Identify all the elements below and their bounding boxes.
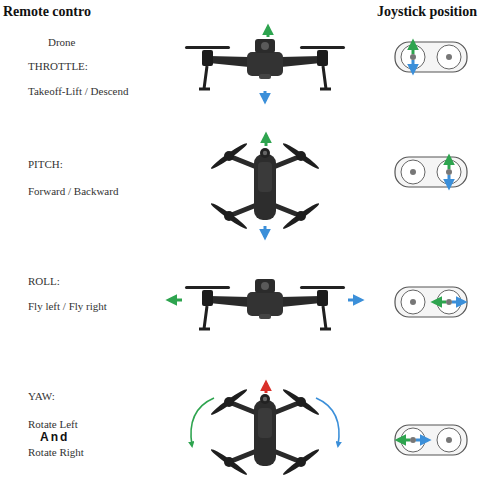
- right-arrow: [348, 299, 361, 302]
- joystick-pad: [395, 287, 467, 317]
- control-description: Rotate Left: [28, 418, 78, 431]
- stick-arrow: [416, 439, 428, 442]
- stick-arrow: [448, 175, 451, 187]
- rotate-right-arrow: [316, 398, 339, 446]
- descend-arrow: [264, 91, 267, 101]
- heading-arrow: [265, 383, 268, 393]
- column-header: Remote contro: [3, 4, 91, 20]
- control-description: Takeoff-Lift / Descend: [28, 85, 128, 98]
- stick-arrow: [452, 301, 464, 304]
- drone-top-view: [209, 141, 320, 230]
- drone-top-view: [209, 387, 320, 476]
- lift-arrow: [267, 27, 270, 37]
- control-description: Forward / Backward: [28, 185, 118, 198]
- control-name: THROTTLE:: [28, 60, 88, 73]
- stick-arrow: [398, 439, 410, 442]
- control-description: Fly left / Fly right: [28, 300, 107, 313]
- joystick-pad: [395, 157, 467, 187]
- column-header: Joystick position: [377, 4, 477, 20]
- forward-arrow: [265, 135, 268, 146]
- backward-arrow: [264, 226, 267, 237]
- stick-arrow: [448, 157, 451, 169]
- control-description: Rotate Right: [28, 446, 84, 459]
- joystick-pad: [395, 425, 467, 455]
- left-arrow: [169, 299, 182, 302]
- drone-front-view: [185, 279, 345, 329]
- stick-arrow: [412, 42, 415, 54]
- rotate-left-arrow: [191, 398, 214, 446]
- control-name: YAW:: [28, 390, 55, 403]
- stick-arrow: [412, 60, 415, 72]
- conjunction-word: And: [40, 431, 69, 444]
- control-name: ROLL:: [28, 275, 60, 288]
- drone-front-view: [185, 39, 345, 89]
- stick-arrow: [434, 301, 446, 304]
- section-label: Drone: [48, 36, 76, 49]
- control-name: PITCH:: [28, 158, 63, 171]
- joystick-pad: [395, 42, 467, 72]
